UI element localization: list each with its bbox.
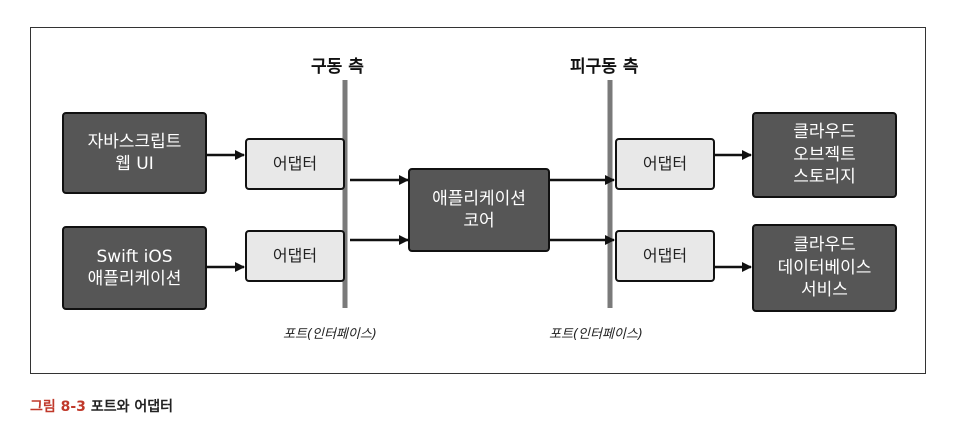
ios-app-client-box: Swift iOS 애플리케이션 — [62, 226, 207, 310]
driving-side-label: 구동 측 — [311, 57, 364, 77]
cloud-object-storage-box: 클라우드 오브젝트 스토리지 — [752, 112, 897, 198]
driven-side-label: 피구동 측 — [570, 57, 639, 77]
diagram-frame — [30, 27, 926, 374]
right-adapter-bottom: 어댑터 — [615, 230, 715, 282]
cloud-database-service-box: 클라우드 데이터베이스 서비스 — [752, 224, 897, 312]
figure-number: 그림 8-3 — [30, 399, 86, 415]
left-port-label: 포트(인터페이스) — [283, 327, 377, 342]
figure-title: 포트와 어댑터 — [90, 399, 173, 415]
application-core-box: 애플리케이션 코어 — [408, 168, 550, 252]
left-adapter-top: 어댑터 — [245, 138, 345, 190]
right-port-label: 포트(인터페이스) — [549, 327, 643, 342]
figure-caption: 그림 8-3 포트와 어댑터 — [30, 396, 173, 416]
right-adapter-top: 어댑터 — [615, 138, 715, 190]
left-adapter-bottom: 어댑터 — [245, 230, 345, 282]
web-ui-client-box: 자바스크립트 웹 UI — [62, 112, 207, 194]
